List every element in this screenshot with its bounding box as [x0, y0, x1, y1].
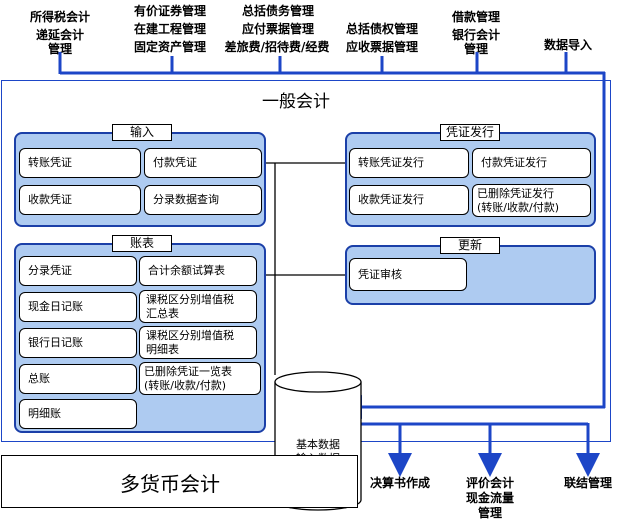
top-label-tax: 所得税会计	[29, 10, 90, 24]
top-label-construction: 在建工程管理	[133, 22, 206, 36]
ledger-general-ledger[interactable]: 总账	[19, 364, 137, 394]
update-group-title: 更新	[440, 237, 500, 254]
input-receipt-voucher[interactable]: 收款凭证	[19, 185, 141, 215]
top-label-receivable: 应收票据管理	[345, 40, 418, 54]
voucher-issue-group-title: 凭证发行	[440, 124, 500, 141]
top-label-loan: 借款管理	[451, 10, 500, 24]
ledger-trial-balance[interactable]: 合计余额试算表	[139, 256, 257, 286]
ledger-vat-summary[interactable]: 课税区分别增值税 汇总表	[139, 290, 257, 323]
input-transfer-voucher[interactable]: 转账凭证	[19, 148, 141, 178]
ledger-subsidiary[interactable]: 明细账	[19, 399, 137, 429]
bottom-label-consolidation: 联结管理	[563, 476, 612, 490]
top-label-deferred: 递延会计 管理	[35, 28, 84, 56]
multi-currency-label: 多货币会计	[120, 472, 220, 496]
bottom-label-cashflow: 现金流量 管理	[465, 491, 514, 520]
main-title: 一般会计	[262, 92, 330, 112]
issue-transfer-voucher[interactable]: 转账凭证发行	[349, 148, 469, 178]
input-payment-voucher[interactable]: 付款凭证	[144, 148, 262, 178]
ledger-cash-journal[interactable]: 现金日记账	[19, 292, 137, 322]
ledger-group-title: 账表	[112, 235, 172, 252]
top-label-import: 数据导入	[543, 38, 592, 52]
voucher-audit[interactable]: 凭证审核	[349, 258, 467, 291]
ledger-vat-detail[interactable]: 课税区分别增值税 明细表	[139, 326, 257, 359]
ledger-deleted-list[interactable]: 已删除凭证一览表 (转账/收款/付款)	[139, 362, 261, 395]
multi-currency-box[interactable]	[1, 455, 358, 508]
ledger-journal-voucher[interactable]: 分录凭证	[19, 256, 137, 286]
input-journal-query[interactable]: 分录数据查询	[144, 185, 262, 215]
input-group-title: 输入	[112, 124, 172, 141]
top-label-credit: 总括债权管理	[345, 22, 418, 36]
ledger-bank-journal[interactable]: 银行日记账	[19, 328, 137, 358]
bottom-label-settlement: 决算书作成	[369, 476, 430, 490]
top-label-bank: 银行会计 管理	[451, 28, 500, 56]
issue-receipt-voucher[interactable]: 收款凭证发行	[349, 185, 469, 215]
top-label-travel: 差旅费/招待费/经费	[224, 40, 330, 54]
top-label-securities: 有价证券管理	[133, 4, 206, 18]
issue-payment-voucher[interactable]: 付款凭证发行	[472, 148, 591, 178]
bottom-label-valuation: 评价会计	[465, 476, 514, 490]
top-label-payable: 应付票据管理	[241, 22, 314, 36]
top-label-debt: 总括债务管理	[241, 4, 314, 18]
issue-deleted-voucher[interactable]: 已删除凭证发行 (转账/收款/付款)	[472, 184, 591, 217]
top-label-fixed-assets: 固定资产管理	[133, 40, 206, 54]
